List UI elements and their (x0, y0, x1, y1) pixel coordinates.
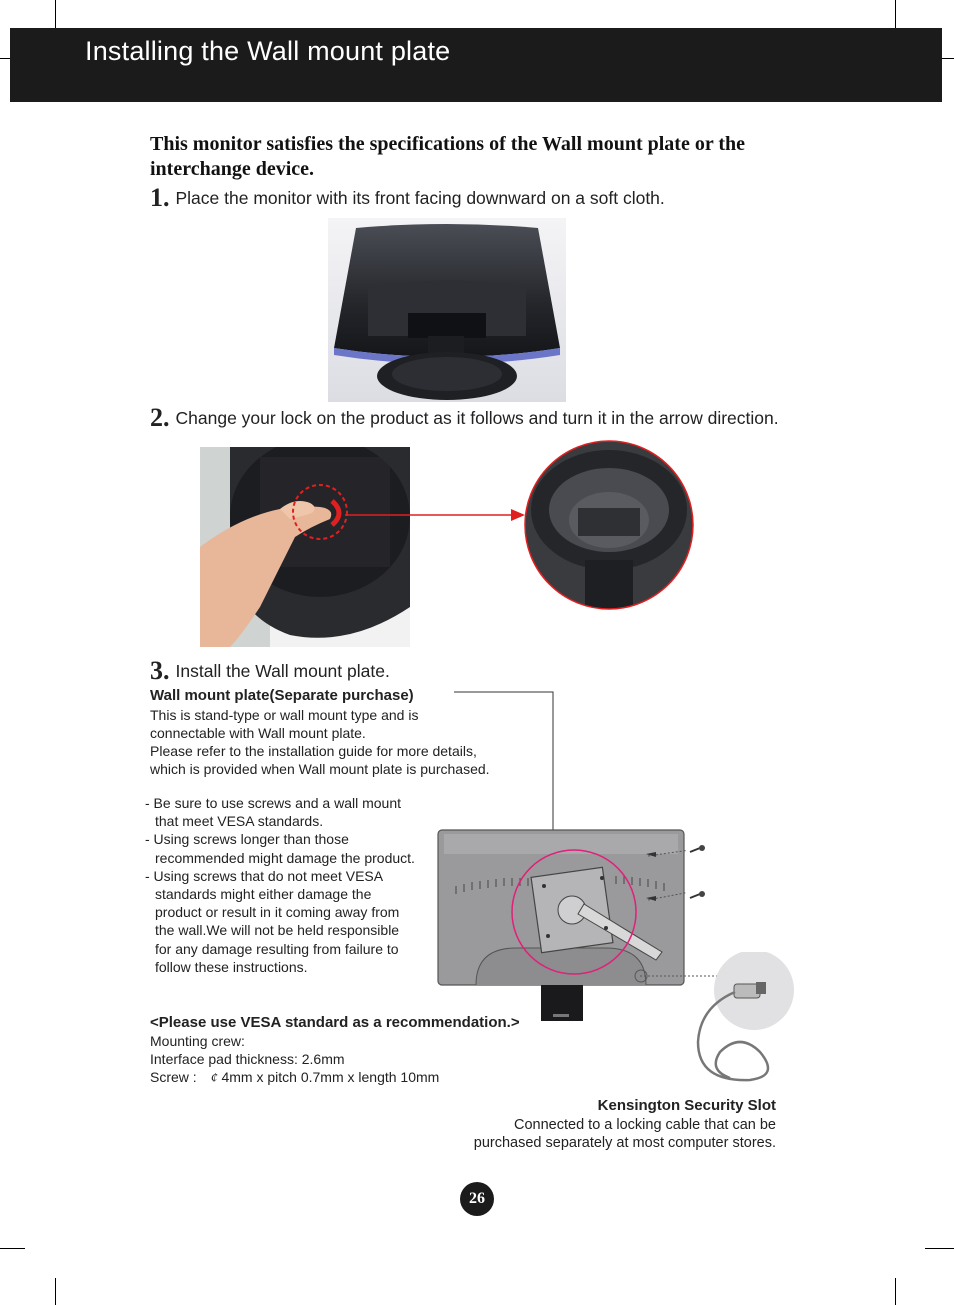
vesa-heading: <Please use VESA standard as a recommend… (150, 1014, 520, 1031)
crop-mark (55, 1278, 56, 1305)
leader-line (454, 691, 554, 858)
page-number: 26 (460, 1182, 494, 1216)
crop-mark (0, 58, 10, 59)
crop-mark (895, 0, 896, 28)
lock-turn-photo (200, 447, 410, 647)
page-title: Installing the Wall mount plate (85, 36, 451, 66)
step-text: Place the monitor with its front facing … (175, 188, 665, 208)
crop-mark (55, 0, 56, 28)
warning-item: - Using screws longer than those recomme… (145, 831, 415, 866)
step-text: Install the Wall mount plate. (175, 661, 390, 681)
vesa-screw: Screw : ¢ 4mm x pitch 0.7mm x length 10m… (150, 1068, 439, 1088)
screw-icon (689, 845, 705, 853)
wall-mount-line: Please refer to the installation guide f… (150, 743, 477, 759)
step-number: 2. (150, 403, 170, 432)
arrow-icon (345, 509, 525, 521)
step-text: Change your lock on the product as it fo… (175, 408, 779, 428)
lock-closeup-photo (524, 440, 694, 610)
warning-list: - Be sure to use screws and a wall mount… (145, 794, 415, 976)
crop-mark (895, 1278, 896, 1305)
screw-label: Screw : (150, 1069, 197, 1085)
screw-spec: 4mm x pitch 0.7mm x length 10mm (221, 1069, 440, 1085)
crop-mark (942, 58, 954, 59)
wall-mount-line: This is stand-type or wall mount type an… (150, 707, 419, 723)
kensington-line: purchased separately at most computer st… (473, 1135, 776, 1151)
vesa-mounting: Mounting crew: (150, 1033, 245, 1049)
kensington-line: Connected to a locking cable that can be (514, 1117, 776, 1133)
step-number: 3. (150, 656, 170, 685)
monitor-back-photo (328, 218, 566, 402)
wall-mount-line: connectable with Wall mount plate. (150, 725, 366, 741)
screw-icon (689, 891, 705, 899)
screw-symbol: ¢ (210, 1071, 218, 1086)
kensington-title: Kensington Security Slot (597, 1097, 776, 1114)
monitor-rear-illustration (437, 829, 686, 1021)
intro-text: This monitor satisfies the specification… (150, 133, 745, 180)
header-bar (10, 28, 942, 102)
warning-item: - Be sure to use screws and a wall mount… (145, 795, 402, 830)
step-1: 1.Place the monitor with its front facin… (150, 183, 665, 213)
kensington-lock-illustration (640, 952, 794, 1082)
step-number: 1. (150, 183, 170, 212)
step-3: 3.Install the Wall mount plate. (150, 656, 390, 686)
wall-mount-heading: Wall mount plate(Separate purchase) (150, 687, 414, 704)
vesa-pad: Interface pad thickness: 2.6mm (150, 1051, 345, 1067)
crop-mark (0, 1248, 25, 1249)
wall-mount-line: which is provided when Wall mount plate … (150, 761, 490, 777)
warning-item: - Using screws that do not meet VESA sta… (145, 867, 400, 975)
crop-mark (925, 1248, 954, 1249)
step-2: 2.Change your lock on the product as it … (150, 403, 779, 433)
